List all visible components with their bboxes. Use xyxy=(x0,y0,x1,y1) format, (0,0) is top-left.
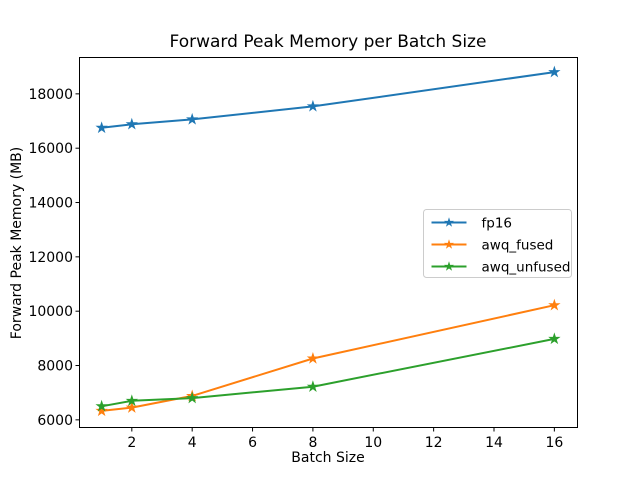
data-point-marker-fp16 xyxy=(548,65,561,78)
data-point-marker-awq_unfused xyxy=(548,332,561,345)
y-tick-label: 10000 xyxy=(28,304,73,320)
data-point-marker-awq_unfused xyxy=(95,399,108,412)
series-line-fp16 xyxy=(100,71,556,129)
data-point-marker-fp16 xyxy=(95,121,108,134)
series-line-awq_unfused xyxy=(100,337,556,408)
chart-title: Forward Peak Memory per Batch Size xyxy=(169,32,487,52)
data-point-marker-awq_fused xyxy=(548,298,561,311)
x-tick-label: 8 xyxy=(308,435,317,451)
y-tick-label: 12000 xyxy=(28,250,73,266)
x-tick-label: 14 xyxy=(485,435,503,451)
legend-marker-awq_fused xyxy=(444,239,454,249)
legend-marker-fp16 xyxy=(444,217,454,227)
data-point-marker-awq_fused xyxy=(95,404,108,417)
x-tick-label: 2 xyxy=(127,435,136,451)
y-axis-label: Forward Peak Memory (MB) xyxy=(9,146,25,340)
data-point-marker-fp16 xyxy=(306,99,320,112)
data-point-marker-fp16 xyxy=(125,117,138,130)
y-tick-label: 18000 xyxy=(28,87,73,103)
x-tick-label: 4 xyxy=(188,435,197,451)
plot-border xyxy=(79,57,578,428)
y-tick-label: 6000 xyxy=(37,413,73,429)
data-point-marker-awq_unfused xyxy=(125,394,138,407)
x-tick-label: 12 xyxy=(425,435,443,451)
y-tick-label: 16000 xyxy=(28,141,73,157)
data-point-marker-fp16 xyxy=(186,112,199,125)
x-tick-label: 10 xyxy=(364,435,382,451)
legend-label-awq_fused: awq_fused xyxy=(482,238,554,254)
y-tick-label: 8000 xyxy=(37,359,73,375)
legend-label-awq_unfused: awq_unfused xyxy=(482,260,571,276)
data-point-marker-awq_fused xyxy=(306,351,320,364)
legend-marker-awq_unfused xyxy=(444,261,454,271)
data-point-marker-awq_fused xyxy=(125,401,138,413)
legend-label-fp16: fp16 xyxy=(482,216,513,232)
x-tick-label: 6 xyxy=(248,435,257,451)
x-axis-label: Batch Size xyxy=(291,450,365,466)
y-tick-label: 14000 xyxy=(28,196,73,212)
legend-box xyxy=(423,209,572,278)
series-line-awq_fused xyxy=(100,304,556,412)
data-point-marker-awq_unfused xyxy=(306,380,320,392)
data-point-marker-awq_unfused xyxy=(186,391,199,404)
x-tick-label: 16 xyxy=(545,435,563,451)
